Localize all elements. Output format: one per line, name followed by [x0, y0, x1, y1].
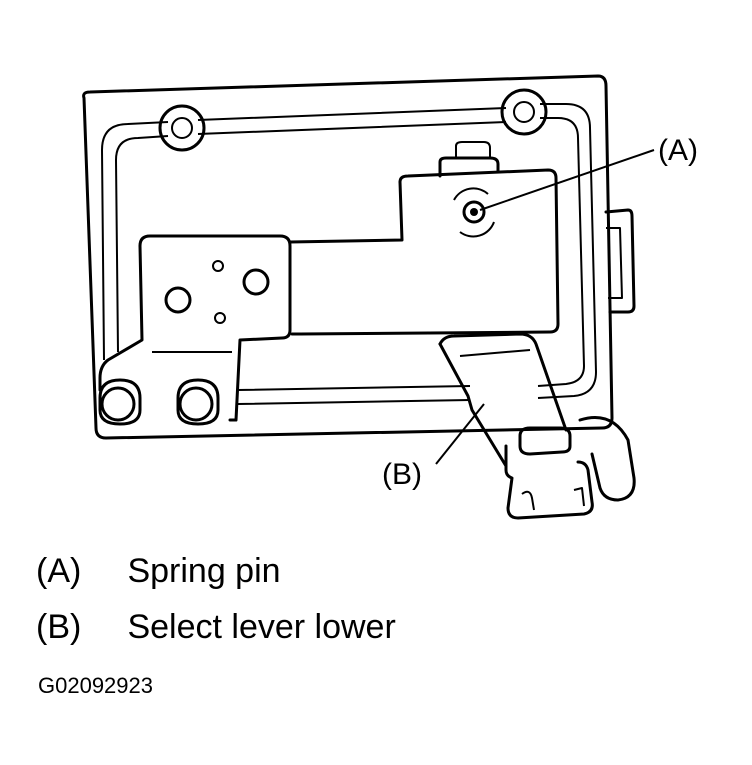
legend-item-spring-pin: (A) Spring pin — [36, 551, 281, 591]
figure-code: G02092923 — [38, 673, 153, 698]
callout-a: (A) — [658, 134, 698, 167]
legend-key: (B) — [36, 608, 82, 646]
mounting-boss-right — [500, 88, 548, 136]
leader-line-b — [435, 403, 485, 465]
legend-label: Spring pin — [127, 552, 281, 590]
lever-bracket — [288, 141, 560, 336]
select-lever-diagram: (A) (B) — [82, 74, 698, 520]
leader-line-a — [479, 149, 655, 211]
legend-key: (A) — [36, 552, 82, 590]
bolt-left — [98, 378, 142, 426]
select-lever-lower — [438, 332, 636, 520]
housing-plate — [82, 74, 636, 440]
callout-b: (B) — [382, 458, 422, 491]
bolt-right — [176, 378, 220, 426]
mounting-boss-left — [158, 104, 206, 152]
mounting-plate — [98, 234, 292, 422]
spring-pin — [453, 187, 495, 238]
legend-label: Select lever lower — [127, 608, 396, 646]
legend-item-select-lever-lower: (B) Select lever lower — [36, 607, 396, 647]
